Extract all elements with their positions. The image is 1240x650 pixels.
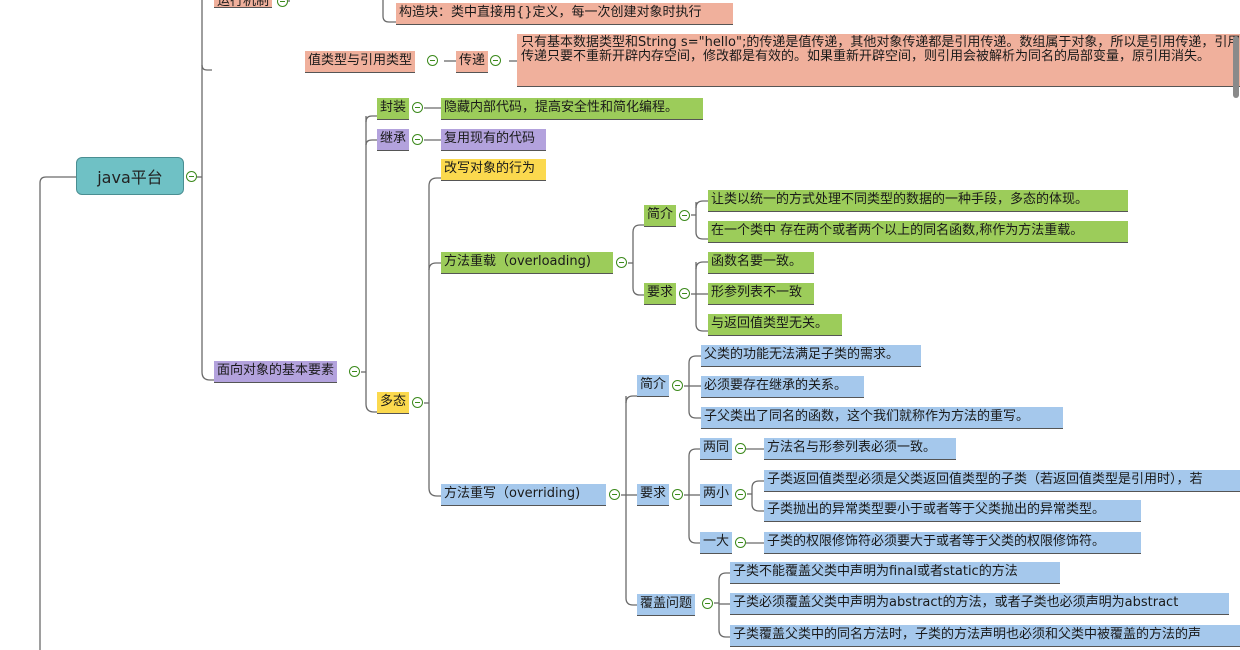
root-node-java-platform[interactable]: java平台 (76, 157, 184, 195)
node-method-overloading[interactable]: 方法重载（overloading) (441, 252, 613, 274)
collapse-toggle-icon[interactable] (735, 443, 746, 454)
collapse-toggle-icon[interactable] (672, 489, 683, 500)
two-smaller-item[interactable]: 子类抛出的异常类型要小于或者等于父类抛出的异常类型。 (764, 500, 1141, 522)
override-issue-item[interactable]: 子类覆盖父类中的同名方法时，子类的方法声明也必须和父类中被覆盖的方法的声 (730, 625, 1240, 647)
collapse-toggle-icon[interactable] (735, 537, 746, 548)
collapse-toggle-icon[interactable] (679, 288, 690, 299)
node-method-overriding[interactable]: 方法重写（overriding) (441, 484, 606, 506)
collapse-toggle-icon[interactable] (609, 489, 620, 500)
node-runtime-mechanism[interactable]: 运行机制 (214, 0, 273, 9)
node-overloading-intro[interactable]: 简介 (644, 205, 677, 227)
node-overriding-requirements[interactable]: 要求 (637, 484, 670, 506)
overriding-intro-item[interactable]: 子父类出了同名的函数，这个我们就称作为方法的重写。 (701, 407, 1063, 429)
node-value-vs-reference[interactable]: 值类型与引用类型 (305, 51, 416, 73)
overloading-intro-item[interactable]: 让类以统一的方式处理不同类型的数据的一种手段，多态的体现。 (708, 190, 1128, 212)
node-construct-block[interactable]: 构造块：类中直接用{}定义，每一次创建对象时执行 (396, 3, 733, 25)
node-polymorphism[interactable]: 多态 (377, 392, 410, 414)
collapse-toggle-icon[interactable] (186, 171, 197, 182)
node-encapsulation[interactable]: 封装 (377, 98, 410, 120)
node-oop-basics[interactable]: 面向对象的基本要素 (214, 361, 338, 383)
overloading-requirement-item[interactable]: 与返回值类型无关。 (708, 314, 842, 336)
collapse-toggle-icon[interactable] (412, 134, 423, 145)
collapse-toggle-icon[interactable] (412, 102, 423, 113)
collapse-toggle-icon[interactable] (412, 397, 423, 408)
node-inheritance[interactable]: 继承 (377, 129, 410, 151)
collapse-toggle-icon[interactable] (672, 380, 683, 391)
collapse-toggle-icon[interactable] (679, 210, 690, 221)
overloading-intro-item[interactable]: 在一个类中 存在两个或者两个以上的同名函数,称作为方法重载。 (708, 221, 1128, 243)
node-overriding-intro[interactable]: 简介 (637, 375, 670, 397)
collapse-toggle-icon[interactable] (735, 489, 746, 500)
collapse-toggle-icon[interactable] (427, 55, 438, 66)
node-inheritance-desc[interactable]: 复用现有的代码 (441, 129, 546, 151)
node-two-smaller[interactable]: 两小 (700, 484, 733, 506)
collapse-toggle-icon[interactable] (702, 598, 713, 609)
node-overloading-requirements[interactable]: 要求 (644, 283, 677, 305)
one-larger-desc[interactable]: 子类的权限修饰符必须要大于或者等于父类的权限修饰符。 (764, 532, 1141, 554)
two-same-desc[interactable]: 方法名与形参列表必须一致。 (764, 438, 956, 460)
collapse-toggle-icon[interactable] (616, 257, 627, 268)
override-issue-item[interactable]: 子类不能覆盖父类中声明为final或者static的方法 (730, 562, 1060, 584)
node-one-larger[interactable]: 一大 (700, 532, 733, 554)
collapse-toggle-icon[interactable] (349, 366, 360, 377)
node-encapsulation-desc[interactable]: 隐藏内部代码，提高安全性和简化编程。 (441, 98, 703, 120)
vertical-scrollbar[interactable] (1233, 36, 1239, 98)
overloading-requirement-item[interactable]: 形参列表不一致 (708, 283, 814, 305)
two-smaller-item[interactable]: 子类返回值类型必须是父类返回值类型的子类（若返回值类型是引用时），若 (764, 470, 1240, 492)
node-pass[interactable]: 传递 (456, 51, 489, 73)
collapse-toggle-icon[interactable] (490, 55, 501, 66)
node-rewrite-behavior[interactable]: 改写对象的行为 (441, 159, 546, 181)
overloading-requirement-item[interactable]: 函数名要一致。 (708, 252, 814, 274)
override-issue-item[interactable]: 子类必须覆盖父类中声明为abstract的方法，或者子类也必须声明为abstra… (730, 593, 1229, 615)
node-override-issues[interactable]: 覆盖问题 (637, 594, 696, 616)
node-pass-description[interactable]: 只有基本数据类型和String s="hello";的传递是值传递，其他对象传递… (517, 34, 1240, 87)
overriding-intro-item[interactable]: 必须要存在继承的关系。 (701, 376, 864, 398)
node-two-same[interactable]: 两同 (700, 438, 733, 460)
collapse-toggle-icon[interactable] (277, 0, 288, 7)
overriding-intro-item[interactable]: 父类的功能无法满足子类的需求。 (701, 345, 921, 367)
